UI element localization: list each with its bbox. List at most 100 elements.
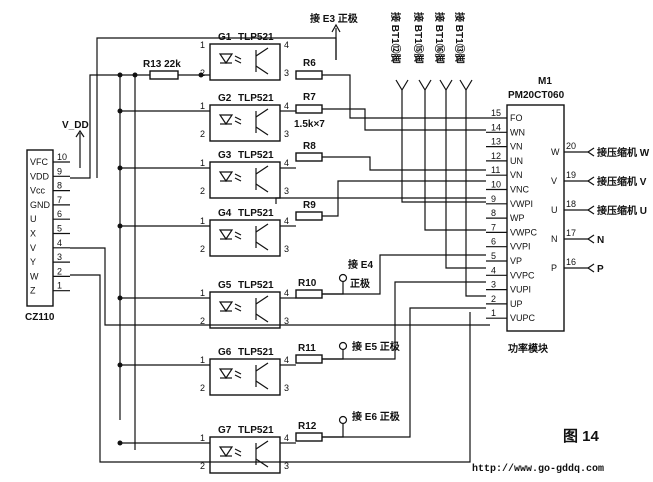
module-pin-name: VUPI (510, 285, 531, 295)
e5-label: 接 E5 正极 (352, 340, 401, 353)
wire-vnc (275, 197, 486, 204)
cz110-body (26, 149, 54, 307)
e4-wire (322, 282, 344, 295)
module-output-label: 接压缩机 W (597, 146, 650, 159)
opto-pin: 3 (284, 186, 289, 196)
opto-pin: 3 (284, 383, 289, 393)
r6-label: R6 (303, 58, 316, 69)
bt1-label: 接 BT1⑬脚 (453, 12, 466, 64)
output-arrow-icon (586, 263, 595, 273)
opto-pin: 4 (284, 355, 289, 365)
opto-pin: 3 (284, 316, 289, 326)
opto-pin: 4 (284, 101, 289, 111)
module-pin-name: FO (510, 113, 523, 123)
r13-label: R13 22k (143, 59, 181, 70)
module-pin-name: UN (510, 156, 523, 166)
led-icon (218, 53, 234, 65)
supply-terminals: 接 E3 正极 接 E4 正极 接 E5 正极 接 E6 正极 (310, 12, 401, 438)
e5-wire (322, 350, 344, 360)
transistor-icon (255, 440, 269, 468)
r12-resistor (295, 432, 323, 442)
output-resistors: R6 R7 1.5k×7 R8 R9 R10 R11 R12 (294, 58, 325, 442)
module-pin-number: 2 (491, 294, 496, 304)
opto-pin: 2 (200, 316, 205, 326)
opto-pin: 1 (200, 433, 205, 443)
opto-pin: 4 (284, 158, 289, 168)
output-arrow-icon (586, 147, 595, 157)
module-pin-number: 19 (566, 170, 576, 180)
module-pin-number: 14 (491, 122, 501, 132)
cz110-pin-name: V (30, 243, 36, 253)
module-pin-number: 16 (566, 257, 576, 267)
module-ref: M1 (538, 76, 552, 87)
e6-label: 接 E6 正极 (352, 410, 401, 423)
light-arrows-icon (234, 303, 242, 312)
wire-bt16 (445, 90, 486, 269)
opto-body (209, 161, 281, 199)
junction-dot (117, 223, 123, 229)
cz110-pin-name: W (30, 271, 39, 281)
opto-pin: 2 (200, 129, 205, 139)
cz110-pin-number: 4 (57, 238, 62, 248)
cz110-label: CZ110 (25, 312, 55, 323)
light-arrows-icon (234, 370, 242, 379)
bt1-connections: 接 BT1⑫脚接 BT1⑮脚接 BT1⑯脚接 BT1⑬脚 (389, 12, 473, 92)
opto-part: TLP521 (238, 208, 274, 219)
wire-un (322, 156, 486, 171)
opto-part: TLP521 (238, 347, 274, 358)
module-pin-number: 13 (491, 137, 501, 147)
opto-part: TLP521 (238, 32, 274, 43)
wire-bt13 (465, 90, 486, 297)
opto-label: G4 (218, 208, 232, 219)
wire-fo (322, 74, 486, 119)
module-pin-number: 8 (491, 208, 496, 218)
module-pin-number: 5 (491, 251, 496, 261)
output-arrow-icon (586, 205, 595, 215)
module-pin-number: 17 (566, 228, 576, 238)
module-pin-name: VVPI (510, 242, 531, 252)
cz110-pin-number: 9 (57, 166, 62, 176)
bt1-label: 接 BT1⑫脚 (389, 12, 402, 64)
light-arrows-icon (234, 231, 242, 240)
opto-pin: 1 (200, 40, 205, 50)
light-arrows-icon (234, 116, 242, 125)
opto-pin: 4 (284, 433, 289, 443)
opto-body (209, 43, 281, 81)
vdd-terminal: V_DD (62, 120, 89, 168)
led-icon (218, 171, 234, 183)
bt1-arrow-icon (459, 79, 473, 92)
opto-label: G2 (218, 93, 232, 104)
wire-wp (322, 307, 486, 438)
module-pin-number: 7 (491, 222, 496, 232)
bt1-arrow-icon (395, 79, 409, 92)
wire-up (322, 281, 486, 360)
module-pin-number: 10 (491, 180, 501, 190)
junction-dot (198, 72, 204, 78)
opto-part: TLP521 (238, 93, 274, 104)
led-icon (218, 301, 234, 313)
opto-pin: 2 (200, 244, 205, 254)
opto-label: G1 (218, 32, 232, 43)
opto-body (209, 358, 281, 396)
bt1-label: 接 BT1⑯脚 (433, 12, 446, 64)
opto-body (209, 104, 281, 142)
junction-dot (117, 165, 123, 171)
module-pin-name: N (551, 234, 558, 244)
wire-wn (322, 108, 486, 131)
module-pin-number: 9 (491, 194, 496, 204)
